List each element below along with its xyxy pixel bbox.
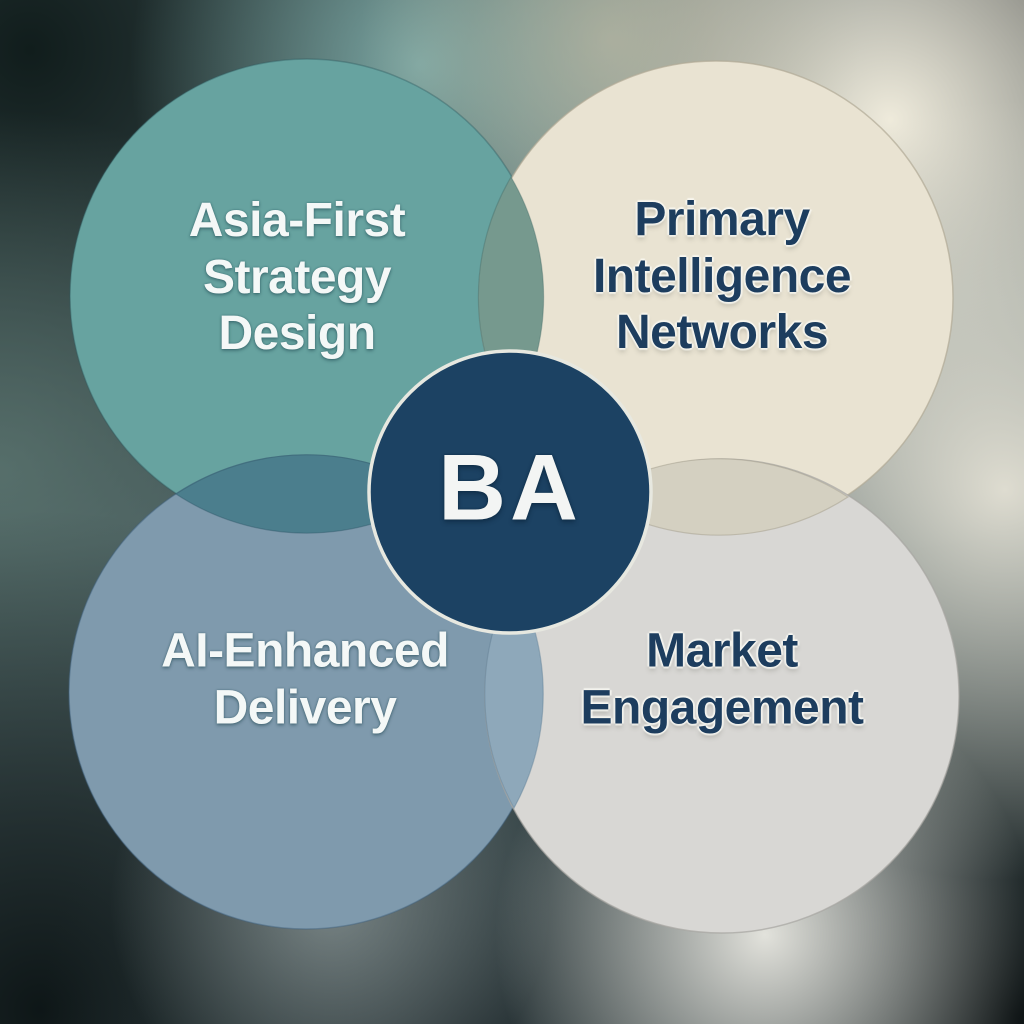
label-line: Primary <box>634 193 810 247</box>
overlap-bottom-lens <box>484 578 544 810</box>
label-line: Engagement <box>580 681 864 734</box>
center-label-ba: BA <box>438 434 582 540</box>
label-line: Networks <box>615 306 829 360</box>
label-market-engagement: Market Engagement <box>580 623 864 736</box>
label-line: Design <box>218 307 376 361</box>
label-line: Strategy <box>202 250 392 304</box>
label-asia-first-strategy-design: Asia-First Strategy Design <box>188 193 406 363</box>
label-ai-enhanced-delivery: AI-Enhanced Delivery <box>161 623 449 736</box>
label-line: AI-Enhanced <box>161 624 449 678</box>
label-line: Intelligence <box>592 249 852 303</box>
label-line: Delivery <box>213 681 397 734</box>
label-primary-intelligence-networks: Primary Intelligence Networks <box>592 192 852 362</box>
center-circle <box>367 349 653 635</box>
overlap-right-lens <box>588 458 850 536</box>
label-line: Market <box>646 624 798 678</box>
label-line: Asia-First <box>188 194 406 248</box>
